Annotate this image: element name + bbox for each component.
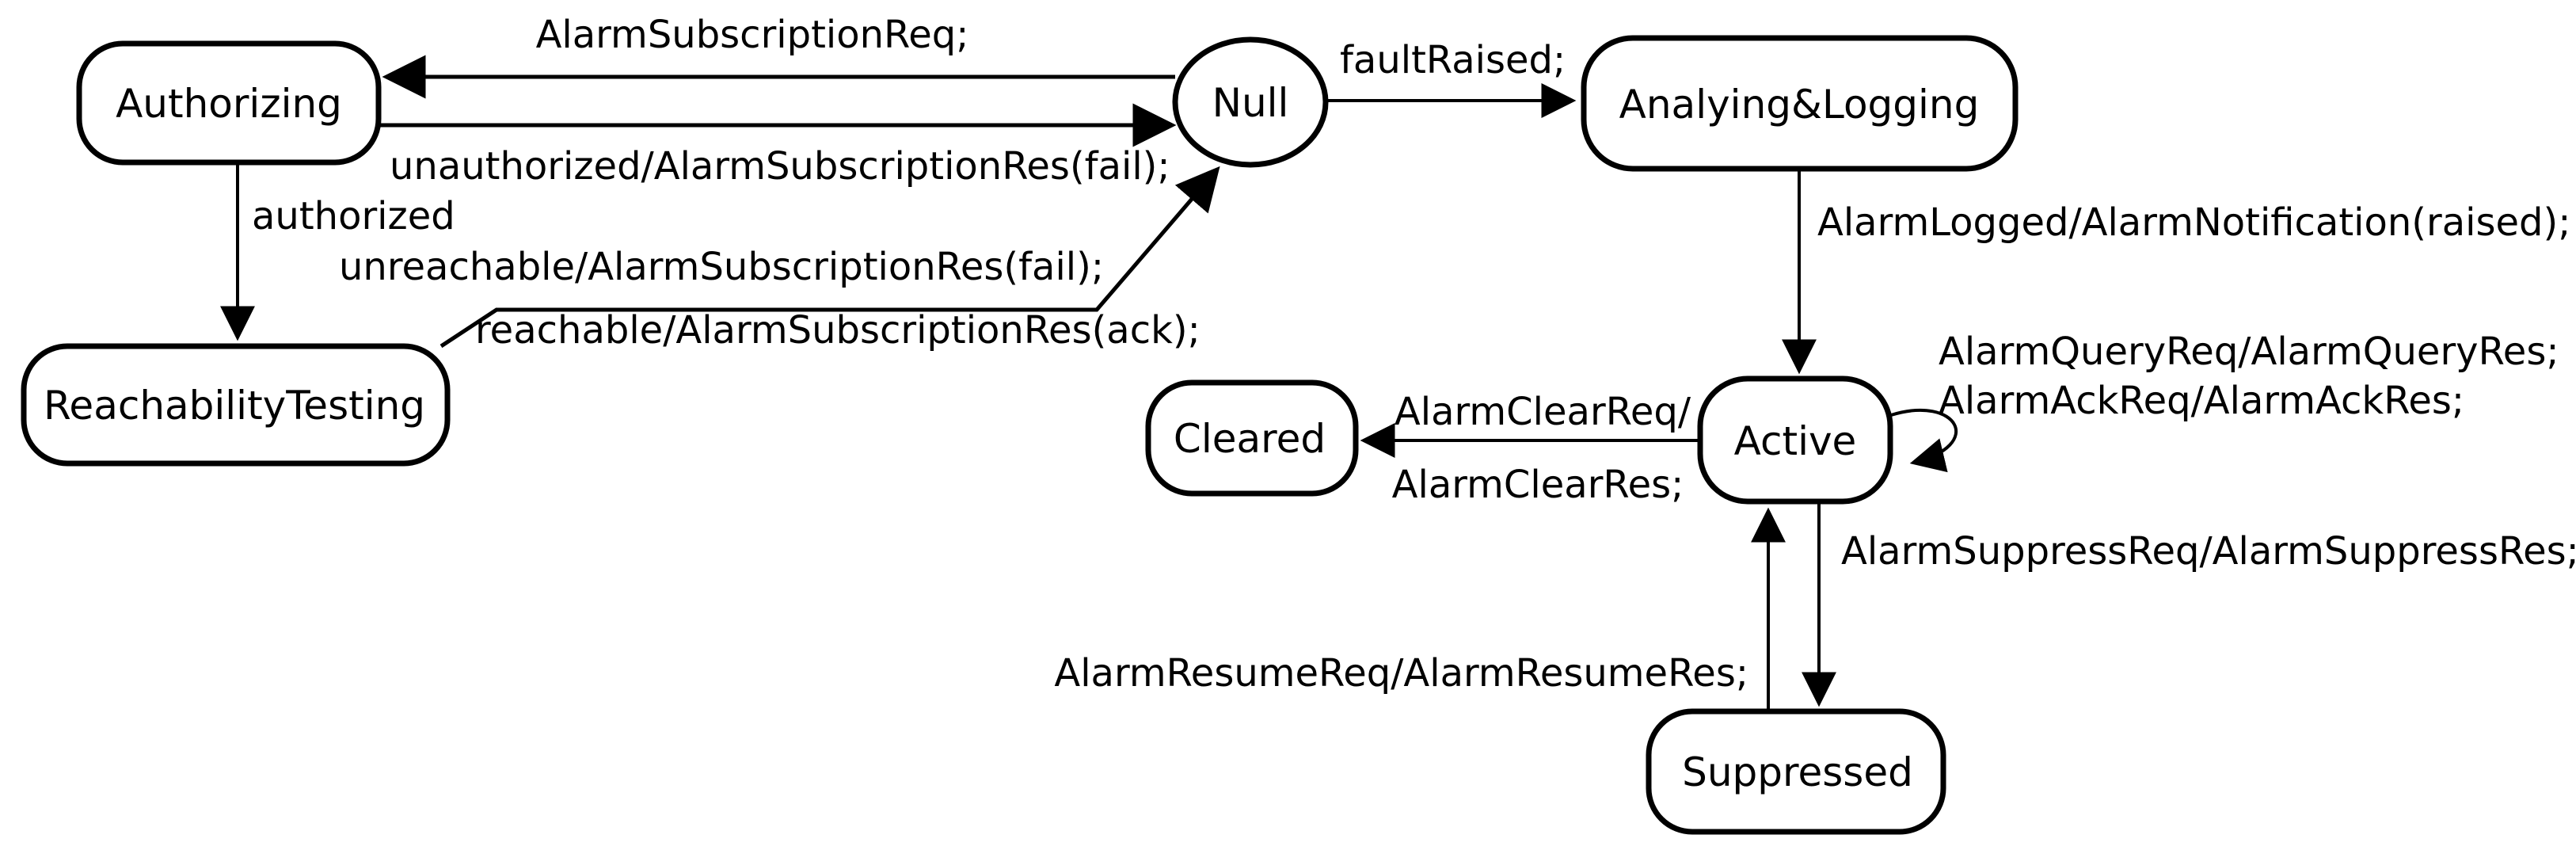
transition-label-alarm-clear-res: AlarmClearRes; bbox=[1392, 463, 1684, 507]
transition-label-alarm-resume: AlarmResumeReq/AlarmResumeRes; bbox=[1054, 651, 1748, 696]
state-label-active: Active bbox=[1734, 418, 1857, 464]
transition-label-alarm-logged: AlarmLogged/AlarmNotification(raised); bbox=[1817, 200, 2570, 245]
state-shape-null bbox=[1172, 36, 1329, 168]
state-label-authorizing: Authorizing bbox=[116, 81, 342, 127]
transition-arrow-active-self-loop bbox=[1890, 408, 1958, 473]
state-shape-cleared bbox=[1145, 379, 1359, 497]
transition-label-alarm-query: AlarmQueryReq/AlarmQueryRes; bbox=[1939, 330, 2559, 374]
state-shape-authorizing bbox=[76, 40, 382, 166]
state-shape-reachability-testing bbox=[21, 343, 451, 467]
transition-label-alarm-suppress: AlarmSuppressReq/AlarmSuppressRes; bbox=[1841, 529, 2576, 574]
state-shape-active bbox=[1697, 375, 1893, 505]
transition-label-reachable: reachable/AlarmSubscriptionRes(ack); bbox=[475, 308, 1200, 353]
transition-label-unreachable: unreachable/AlarmSubscriptionRes(fail); bbox=[339, 245, 1104, 289]
transition-label-authorized: authorized bbox=[252, 194, 455, 238]
transition-arrow-reachability-to-null bbox=[439, 166, 1220, 349]
transition-label-alarm-ack: AlarmAckReq/AlarmAckRes; bbox=[1939, 379, 2464, 423]
state-shape-suppressed bbox=[1646, 708, 1946, 835]
state-label-analying-logging: Analying&Logging bbox=[1619, 82, 1980, 128]
state-label-suppressed: Suppressed bbox=[1682, 749, 1913, 795]
transition-label-unauthorized: unauthorized/AlarmSubscriptionRes(fail); bbox=[390, 144, 1170, 189]
state-shape-analying-logging bbox=[1581, 35, 2019, 172]
state-label-cleared: Cleared bbox=[1174, 416, 1326, 462]
transition-label-alarm-clear-req: AlarmClearReq/ bbox=[1395, 390, 1691, 434]
state-label-null: Null bbox=[1212, 80, 1289, 126]
transition-label-alarm-subscription-req: AlarmSubscriptionReq; bbox=[536, 13, 969, 57]
transition-label-fault-raised: faultRaised; bbox=[1340, 38, 1566, 82]
state-label-reachability-testing: ReachabilityTesting bbox=[44, 383, 425, 429]
